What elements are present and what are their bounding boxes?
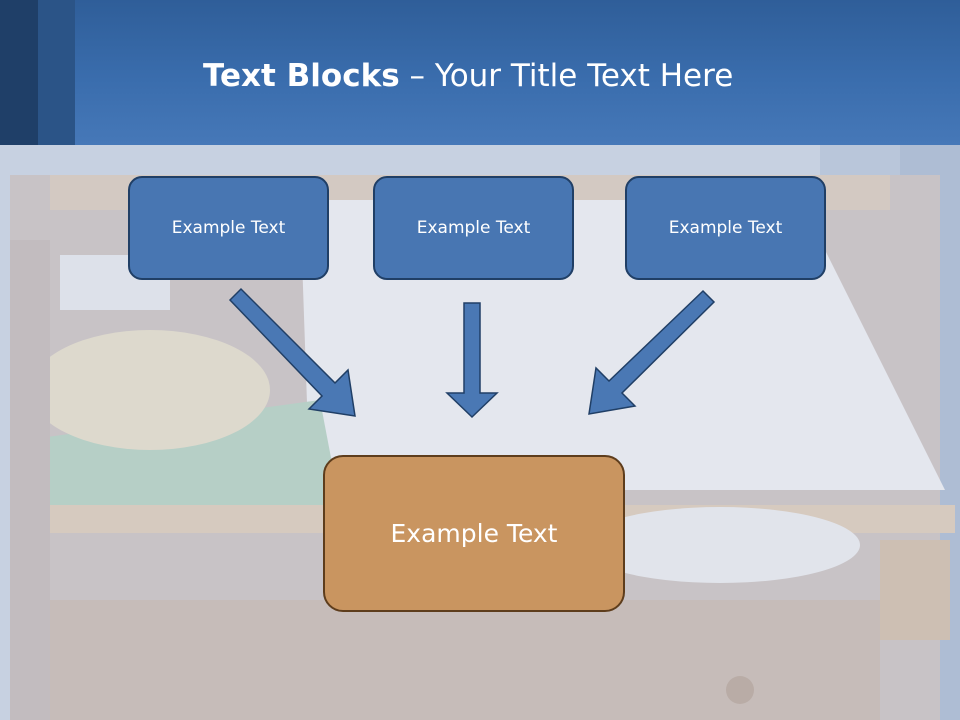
text-block-3[interactable]: Example Text: [625, 176, 826, 280]
text-block-1[interactable]: Example Text: [128, 176, 329, 280]
header-band: Text Blocks – Your Title Text Here: [0, 0, 960, 145]
result-block-label: Example Text: [390, 519, 558, 548]
title-rest: – Your Title Text Here: [409, 58, 734, 94]
text-block-2[interactable]: Example Text: [373, 176, 574, 280]
text-block-3-label: Example Text: [668, 218, 783, 238]
header-corner-mid: [38, 0, 75, 145]
text-block-2-label: Example Text: [416, 218, 531, 238]
text-block-1-label: Example Text: [171, 218, 286, 238]
slide-title[interactable]: Text Blocks – Your Title Text Here: [203, 52, 733, 102]
result-block[interactable]: Example Text: [323, 455, 625, 612]
title-bold: Text Blocks: [203, 58, 400, 94]
header-corner-dark: [0, 0, 38, 145]
